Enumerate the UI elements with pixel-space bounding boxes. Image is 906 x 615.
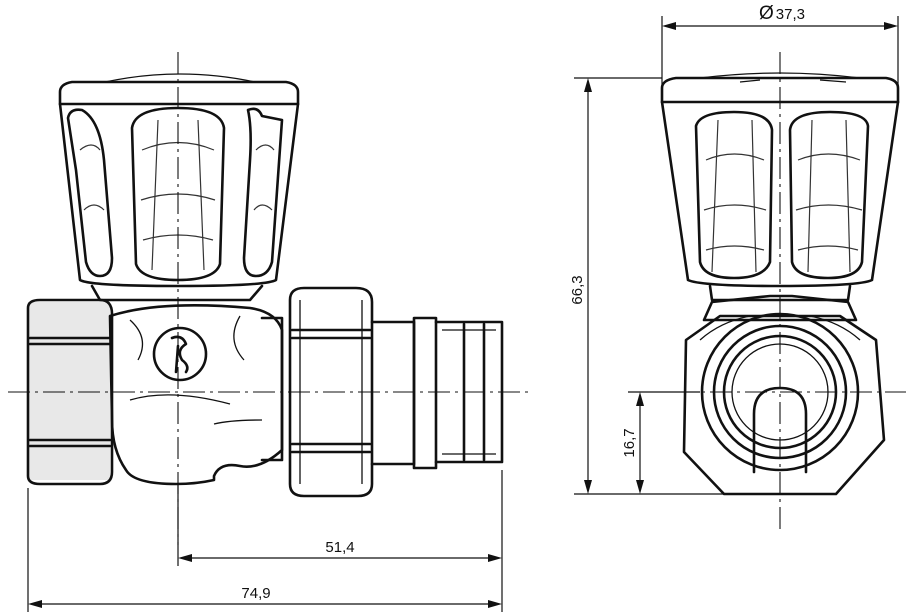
dimension-16-7-label: 16,7	[621, 428, 638, 457]
side-view-tailpiece	[370, 316, 504, 470]
side-view-valve-body	[108, 304, 284, 486]
side-view-union-nut	[288, 286, 374, 498]
dimension-66-3: 66,3	[569, 77, 724, 495]
front-view-hex-nut	[682, 294, 886, 496]
diameter-value: 37,3	[776, 6, 805, 23]
side-view-handle	[58, 73, 300, 302]
dimension-51-4: 51,4	[177, 470, 503, 566]
dimension-16-7: 16,7	[621, 391, 700, 494]
side-view-inlet-nut	[26, 298, 114, 486]
dimension-51-4-label: 51,4	[325, 539, 354, 556]
dimension-66-3-label: 66,3	[569, 275, 586, 304]
dimension-74-9-label: 74,9	[241, 585, 270, 602]
side-view: 51,4 74,9	[8, 52, 530, 612]
dimension-74-9: 74,9	[27, 488, 503, 612]
diameter-symbol: Ø	[759, 3, 774, 24]
